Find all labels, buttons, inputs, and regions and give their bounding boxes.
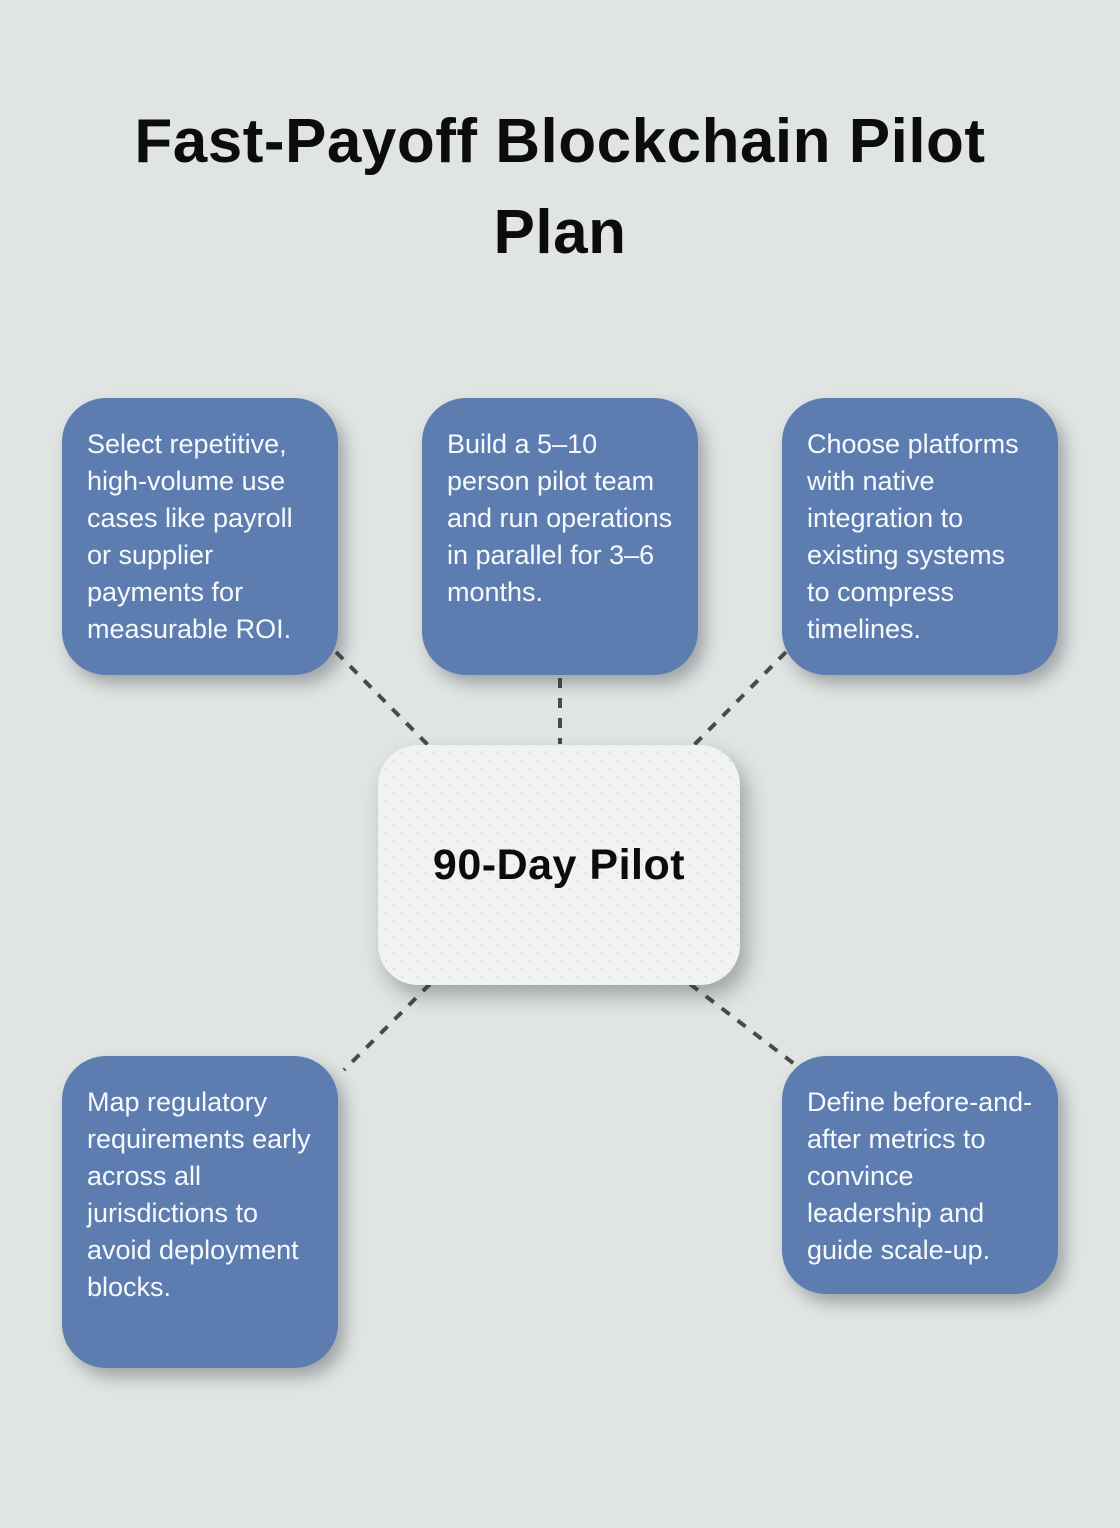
node-bottom-right-text: Define before-and-after metrics to convi…: [807, 1087, 1033, 1265]
node-top-right: Choose platforms with native integration…: [782, 398, 1058, 675]
node-top-center-text: Build a 5–10 person pilot team and run o…: [447, 429, 673, 607]
connector-bottom-left: [342, 982, 432, 1072]
connector-top-right: [690, 650, 788, 749]
center-node: 90-Day Pilot: [378, 745, 740, 985]
node-top-left-text: Select repetitive, high-volume use cases…: [87, 429, 293, 644]
node-top-left: Select repetitive, high-volume use cases…: [62, 398, 338, 675]
node-top-center: Build a 5–10 person pilot team and run o…: [422, 398, 698, 675]
connector-bottom-right: [688, 982, 799, 1068]
node-bottom-right: Define before-and-after metrics to convi…: [782, 1056, 1058, 1294]
connector-top-left: [334, 650, 432, 749]
node-bottom-left-text: Map regulatory requirements early across…: [87, 1087, 311, 1302]
page-title: Fast-Payoff Blockchain Pilot Plan: [134, 107, 986, 268]
node-top-right-text: Choose platforms with native integration…: [807, 429, 1019, 644]
node-bottom-left: Map regulatory requirements early across…: [62, 1056, 338, 1368]
center-node-label: 90-Day Pilot: [432, 840, 686, 889]
